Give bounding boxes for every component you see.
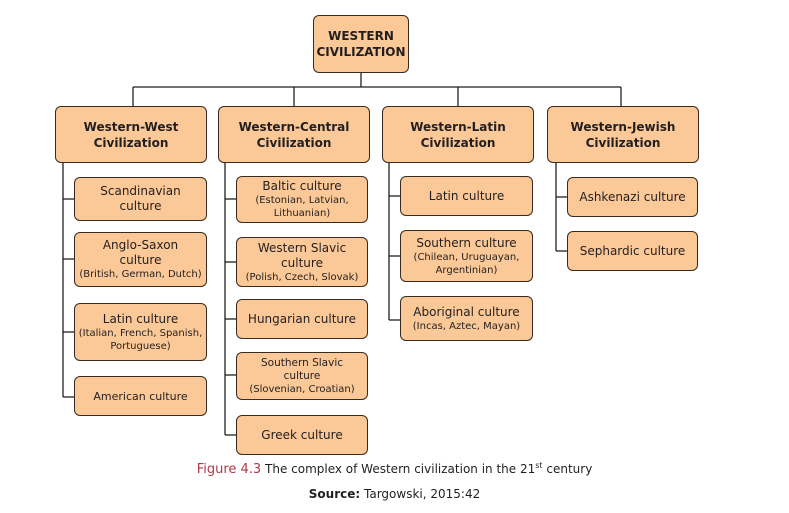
culture-node: Baltic culture (Estonian, Latvian, Lithu… — [236, 176, 368, 223]
branch-title-1: Western-West — [83, 119, 179, 134]
culture-name: Southern Slavic culture — [260, 356, 344, 382]
caption-superscript: st — [535, 461, 543, 470]
culture-node: Western Slavic culture (Polish, Czech, S… — [236, 237, 368, 287]
branch-western-latin: Western-Latin Civilization — [382, 106, 534, 163]
culture-node: Sephardic culture — [567, 231, 698, 271]
culture-detail: (Italian, French, Spanish, Portuguese) — [78, 327, 203, 352]
culture-name: Latin culture — [428, 188, 505, 203]
figure-label: Figure 4.3 — [196, 462, 262, 477]
culture-detail: (British, German, Dutch) — [79, 269, 202, 280]
culture-name: Hungarian culture — [247, 311, 357, 326]
culture-node: Southern Slavic culture (Slovenian, Croa… — [236, 352, 368, 400]
culture-node: Latin culture (Italian, French, Spanish,… — [74, 303, 207, 361]
branch-western-jewish: Western-Jewish Civilization — [547, 106, 699, 163]
culture-detail: (Estonian, Latvian, Lithuanian) — [255, 195, 349, 219]
culture-node: American culture — [74, 376, 207, 416]
culture-name: Latin culture — [102, 311, 179, 326]
branch-title-2: Civilization — [420, 135, 496, 150]
culture-detail: (Polish, Czech, Slovak) — [245, 271, 359, 283]
branch-title-1: Western-Latin — [410, 119, 506, 134]
culture-name: Anglo-Saxon culture — [102, 238, 179, 267]
culture-name: Baltic culture — [262, 179, 342, 193]
culture-node: Hungarian culture — [236, 299, 368, 339]
culture-name: Sephardic culture — [579, 243, 686, 258]
culture-node: Scandinavian culture — [74, 177, 207, 221]
culture-node: Anglo-Saxon culture (British, German, Du… — [74, 232, 207, 287]
root-node: WESTERN CIVILIZATION — [313, 15, 409, 73]
culture-node: Latin culture — [400, 176, 533, 216]
branch-title-2: Civilization — [93, 135, 169, 150]
culture-node: Greek culture — [236, 415, 368, 455]
root-line-1: WESTERN — [328, 29, 394, 43]
culture-name: Ashkenazi culture — [579, 189, 686, 204]
figure-source: Source: Targowski, 2015:42 — [0, 487, 789, 501]
caption-tail: century — [542, 462, 593, 476]
branch-western-central: Western-Central Civilization — [218, 106, 370, 163]
branch-title-1: Western-Jewish — [570, 119, 676, 134]
figure-caption: Figure 4.3 The complex of Western civili… — [0, 461, 789, 477]
caption-text: The complex of Western civilization in t… — [261, 462, 536, 476]
culture-detail: (Slovenian, Croatian) — [249, 383, 355, 395]
culture-name: American culture — [93, 389, 188, 403]
culture-node: Ashkenazi culture — [567, 177, 698, 217]
source-text: Targowski, 2015:42 — [360, 487, 481, 501]
culture-name: Greek culture — [261, 427, 343, 442]
culture-node: Aboriginal culture (Incas, Aztec, Mayan) — [400, 296, 533, 341]
branch-western-west: Western-West Civilization — [55, 106, 207, 163]
branch-title-1: Western-Central — [238, 119, 350, 134]
branch-title-2: Civilization — [256, 135, 332, 150]
culture-name: Western Slavic culture — [257, 240, 347, 270]
culture-detail: (Chilean, Uruguayan, Argentinian) — [413, 251, 520, 276]
culture-name: Southern culture — [416, 235, 517, 250]
culture-name: Aboriginal culture — [413, 304, 520, 319]
culture-detail: (Incas, Aztec, Mayan) — [412, 320, 521, 332]
culture-name: Scandinavian culture — [100, 184, 181, 213]
source-label: Source: — [308, 487, 361, 501]
branch-title-2: Civilization — [585, 135, 661, 150]
root-line-2: CIVILIZATION — [316, 45, 406, 59]
culture-node: Southern culture (Chilean, Uruguayan, Ar… — [400, 230, 533, 282]
